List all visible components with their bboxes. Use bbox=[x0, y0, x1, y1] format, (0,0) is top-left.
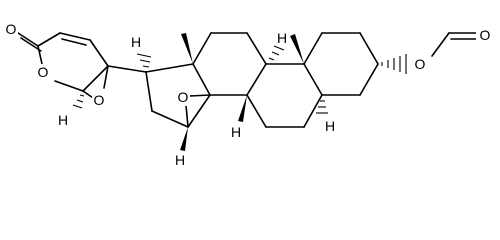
hash-h-c17 bbox=[136, 53, 152, 68]
hash-h-c5 bbox=[316, 100, 328, 114]
bond-epox-b2 bbox=[185, 104, 189, 128]
bond-epox-b1 bbox=[189, 94, 211, 97]
atom-h-c9: H bbox=[277, 30, 287, 46]
bond-c13-c17 bbox=[145, 63, 194, 73]
atom-o-formate-carbonyl: O bbox=[480, 27, 491, 43]
bond-c3-c4 bbox=[359, 63, 379, 96]
atom-h-c8: H bbox=[231, 124, 241, 140]
bond-c5-c6 bbox=[303, 94, 323, 128]
atom-o-epoxide-b: O bbox=[178, 89, 189, 105]
bond-c3-c4-double bbox=[61, 38, 87, 46]
bond-lactone-carbonyl-2 bbox=[20, 37, 42, 52]
atom-o-lactone-ring: O bbox=[38, 64, 49, 80]
bond-c2-c3 bbox=[359, 32, 379, 65]
bond-c10-c1 bbox=[303, 32, 323, 65]
bond-c3-c4 bbox=[59, 32, 91, 41]
wedge-methyl-c19 bbox=[290, 34, 304, 64]
atom-o-lactone-carbonyl: O bbox=[6, 21, 17, 37]
hash-c3-o bbox=[381, 54, 407, 74]
bond-c6-o bbox=[54, 80, 84, 92]
atom-h-c17: H bbox=[131, 34, 141, 50]
steroid-core bbox=[107, 32, 477, 151]
atom-labels: O O O O O O H H H H H H bbox=[4, 21, 492, 168]
bond-o-cformyl bbox=[431, 32, 450, 57]
bond-c7-c8 bbox=[246, 94, 267, 128]
bond-c13-c12 bbox=[192, 32, 212, 65]
hash-h-c9 bbox=[268, 45, 285, 61]
atom-o-formate-ester: O bbox=[415, 56, 426, 72]
bond-c15-c14 bbox=[187, 94, 211, 128]
hash-h-lactone bbox=[72, 94, 85, 109]
wedge-h-c15 bbox=[180, 127, 188, 151]
bond-c2-c3 bbox=[37, 32, 61, 47]
bond-spiro-c17 bbox=[107, 65, 147, 73]
bond-c16-c15 bbox=[151, 110, 189, 128]
bond-c4-spiro bbox=[89, 39, 109, 67]
bond-c14-c13 bbox=[192, 63, 211, 96]
structure-diagram: O O O O O O H H H H H H bbox=[4, 21, 492, 168]
atom-h-c5: H bbox=[325, 118, 335, 134]
bond-c2-o bbox=[37, 45, 43, 65]
bond-epox-a2 bbox=[103, 65, 109, 89]
bond-lactone-carbonyl bbox=[17, 32, 39, 47]
bond-c17-c16 bbox=[145, 71, 153, 112]
atom-o-epoxide-a: O bbox=[94, 92, 105, 108]
atom-h-lactone: H bbox=[58, 112, 68, 128]
wedge-methyl-c18 bbox=[181, 33, 193, 64]
bond-c10-c5 bbox=[303, 63, 323, 96]
bond-c9-c8 bbox=[246, 63, 267, 96]
atom-h-c15: H bbox=[175, 152, 185, 168]
wedge-h-c8 bbox=[238, 95, 247, 122]
bond-c11-c9 bbox=[246, 32, 267, 65]
lactone-ring bbox=[17, 32, 109, 109]
bond-spiro-c6 bbox=[82, 65, 109, 92]
